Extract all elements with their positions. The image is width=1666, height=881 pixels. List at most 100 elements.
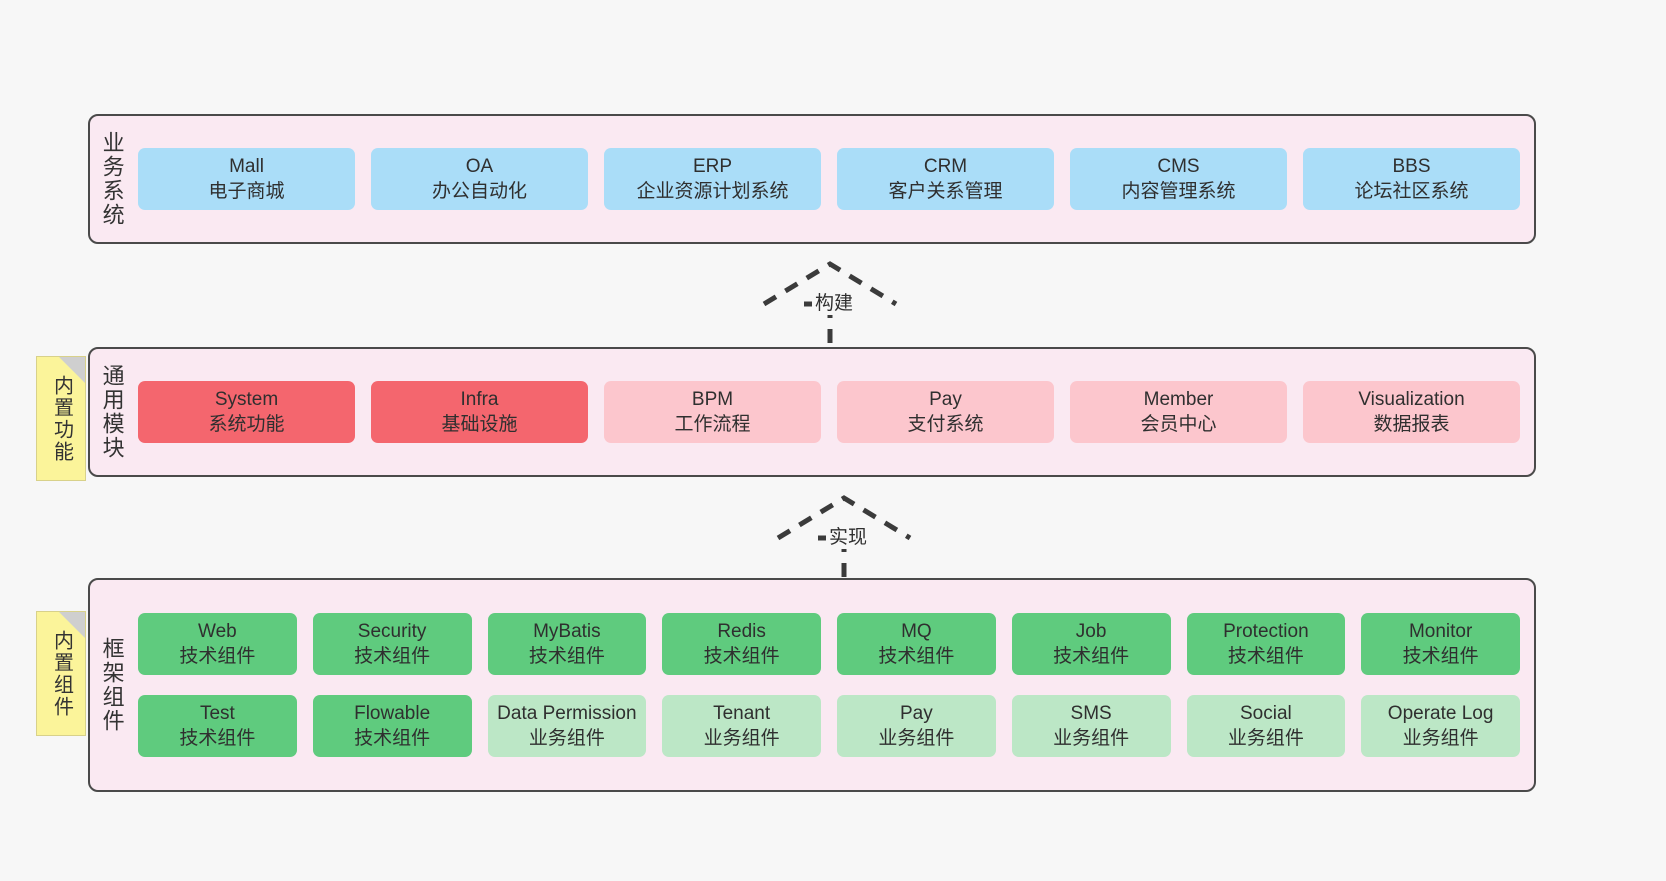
business-card-erp[interactable]: ERP 企业资源计划系统: [604, 147, 821, 211]
card-title: MyBatis: [533, 620, 601, 642]
business-card-cms[interactable]: CMS 内容管理系统: [1070, 147, 1287, 211]
card-title: Job: [1075, 620, 1107, 642]
card-title: SMS: [1070, 703, 1112, 724]
card-subtitle: 业务组件: [703, 728, 780, 750]
component-card-mq[interactable]: MQ 技术组件: [837, 612, 996, 675]
card-subtitle: 技术组件: [528, 645, 605, 667]
card-subtitle: 技术组件: [354, 728, 431, 750]
component-card-flowable[interactable]: Flowable 技术组件: [312, 695, 472, 758]
card-title: Monitor: [1408, 620, 1473, 642]
card-title: Pay: [900, 703, 933, 724]
component-card-job[interactable]: Job 技术组件: [1011, 612, 1171, 675]
component-card-monitor[interactable]: Monitor 技术组件: [1361, 612, 1520, 675]
business-card-mall[interactable]: Mall 电子商城: [138, 147, 355, 211]
card-subtitle: 技术组件: [878, 645, 955, 667]
card-title: ERP: [692, 155, 733, 177]
card-subtitle: 支付系统: [907, 414, 984, 435]
module-card-bpm[interactable]: BPM 工作流程: [604, 380, 821, 444]
card-title: BPM: [691, 388, 734, 410]
module-card-visualization[interactable]: Visualization 数据报表: [1303, 380, 1520, 444]
card-subtitle: 办公自动化: [431, 181, 527, 202]
component-card-redis[interactable]: Redis 技术组件: [662, 612, 821, 675]
card-subtitle: 论坛社区系统: [1354, 181, 1469, 202]
component-card-security[interactable]: Security 技术组件: [312, 612, 472, 675]
card-subtitle: 客户关系管理: [888, 181, 1003, 202]
card-subtitle: 系统功能: [208, 414, 285, 435]
module-card-pay[interactable]: Pay 支付系统: [837, 380, 1054, 444]
connector-implement-label: 实现: [826, 522, 871, 549]
card-subtitle: 数据报表: [1373, 414, 1450, 435]
sticky-note-builtin-components-label: 内置组件: [50, 629, 73, 718]
layer-framework-components-title: 框架组件: [99, 637, 125, 733]
component-card-test[interactable]: Test 技术组件: [138, 695, 297, 758]
business-card-oa[interactable]: OA 办公自动化: [371, 147, 588, 211]
card-title: Security: [357, 620, 427, 642]
layer-common-modules-title: 通用模块: [99, 364, 125, 460]
module-card-system[interactable]: System 系统功能: [138, 380, 355, 444]
card-title: OA: [465, 155, 494, 177]
business-card-bbs[interactable]: BBS 论坛社区系统: [1303, 147, 1520, 211]
card-title: Data Permission: [497, 703, 637, 724]
component-card-mybatis[interactable]: MyBatis 技术组件: [487, 612, 647, 675]
card-subtitle: 企业资源计划系统: [636, 181, 789, 202]
card-title: Operate Log: [1387, 703, 1494, 724]
card-subtitle: 电子商城: [208, 181, 285, 202]
component-card-data-permission[interactable]: Data Permission 业务组件: [487, 695, 647, 758]
card-subtitle: 技术组件: [703, 645, 780, 667]
card-title: Social: [1240, 703, 1292, 724]
layer-business-system-title: 业务系统: [99, 131, 125, 227]
card-title: Mall: [229, 155, 264, 177]
card-subtitle: 技术组件: [179, 728, 256, 750]
card-subtitle: 内容管理系统: [1121, 181, 1236, 202]
card-subtitle: 技术组件: [354, 645, 431, 667]
sticky-fold-icon: [59, 357, 85, 383]
card-title: Redis: [717, 620, 766, 642]
card-title: System: [214, 388, 279, 410]
component-card-social[interactable]: Social 业务组件: [1186, 695, 1346, 758]
card-subtitle: 技术组件: [1402, 645, 1479, 667]
card-title: Visualization: [1358, 388, 1465, 410]
card-title: Protection: [1223, 620, 1309, 642]
card-title: Test: [199, 703, 235, 724]
card-subtitle: 工作流程: [674, 414, 751, 435]
component-card-sms[interactable]: SMS 业务组件: [1011, 695, 1171, 758]
card-subtitle: 基础设施: [441, 414, 518, 435]
card-subtitle: 会员中心: [1140, 414, 1217, 435]
sticky-note-builtin-components: 内置组件: [36, 611, 86, 736]
card-title: Web: [198, 620, 237, 642]
card-title: Flowable: [354, 703, 431, 724]
card-subtitle: 业务组件: [878, 728, 955, 750]
card-title: MQ: [901, 620, 932, 642]
card-title: BBS: [1392, 155, 1431, 177]
card-subtitle: 业务组件: [528, 728, 605, 750]
card-title: Tenant: [713, 703, 771, 724]
card-title: Pay: [929, 388, 962, 410]
card-title: Member: [1143, 388, 1214, 410]
card-subtitle: 业务组件: [1053, 728, 1130, 750]
connector-build-label: 构建: [812, 288, 857, 315]
card-title: CMS: [1157, 155, 1200, 177]
card-subtitle: 技术组件: [1053, 645, 1130, 667]
card-subtitle: 业务组件: [1402, 728, 1479, 750]
component-card-pay[interactable]: Pay 业务组件: [837, 695, 996, 758]
sticky-fold-icon: [59, 612, 85, 638]
component-card-operate-log[interactable]: Operate Log 业务组件: [1361, 695, 1520, 758]
component-card-tenant[interactable]: Tenant 业务组件: [662, 695, 821, 758]
card-subtitle: 业务组件: [1227, 728, 1304, 750]
component-card-web[interactable]: Web 技术组件: [138, 612, 297, 675]
card-subtitle: 技术组件: [179, 645, 256, 667]
sticky-note-builtin-functions: 内置功能: [36, 356, 86, 481]
module-card-member[interactable]: Member 会员中心: [1070, 380, 1287, 444]
